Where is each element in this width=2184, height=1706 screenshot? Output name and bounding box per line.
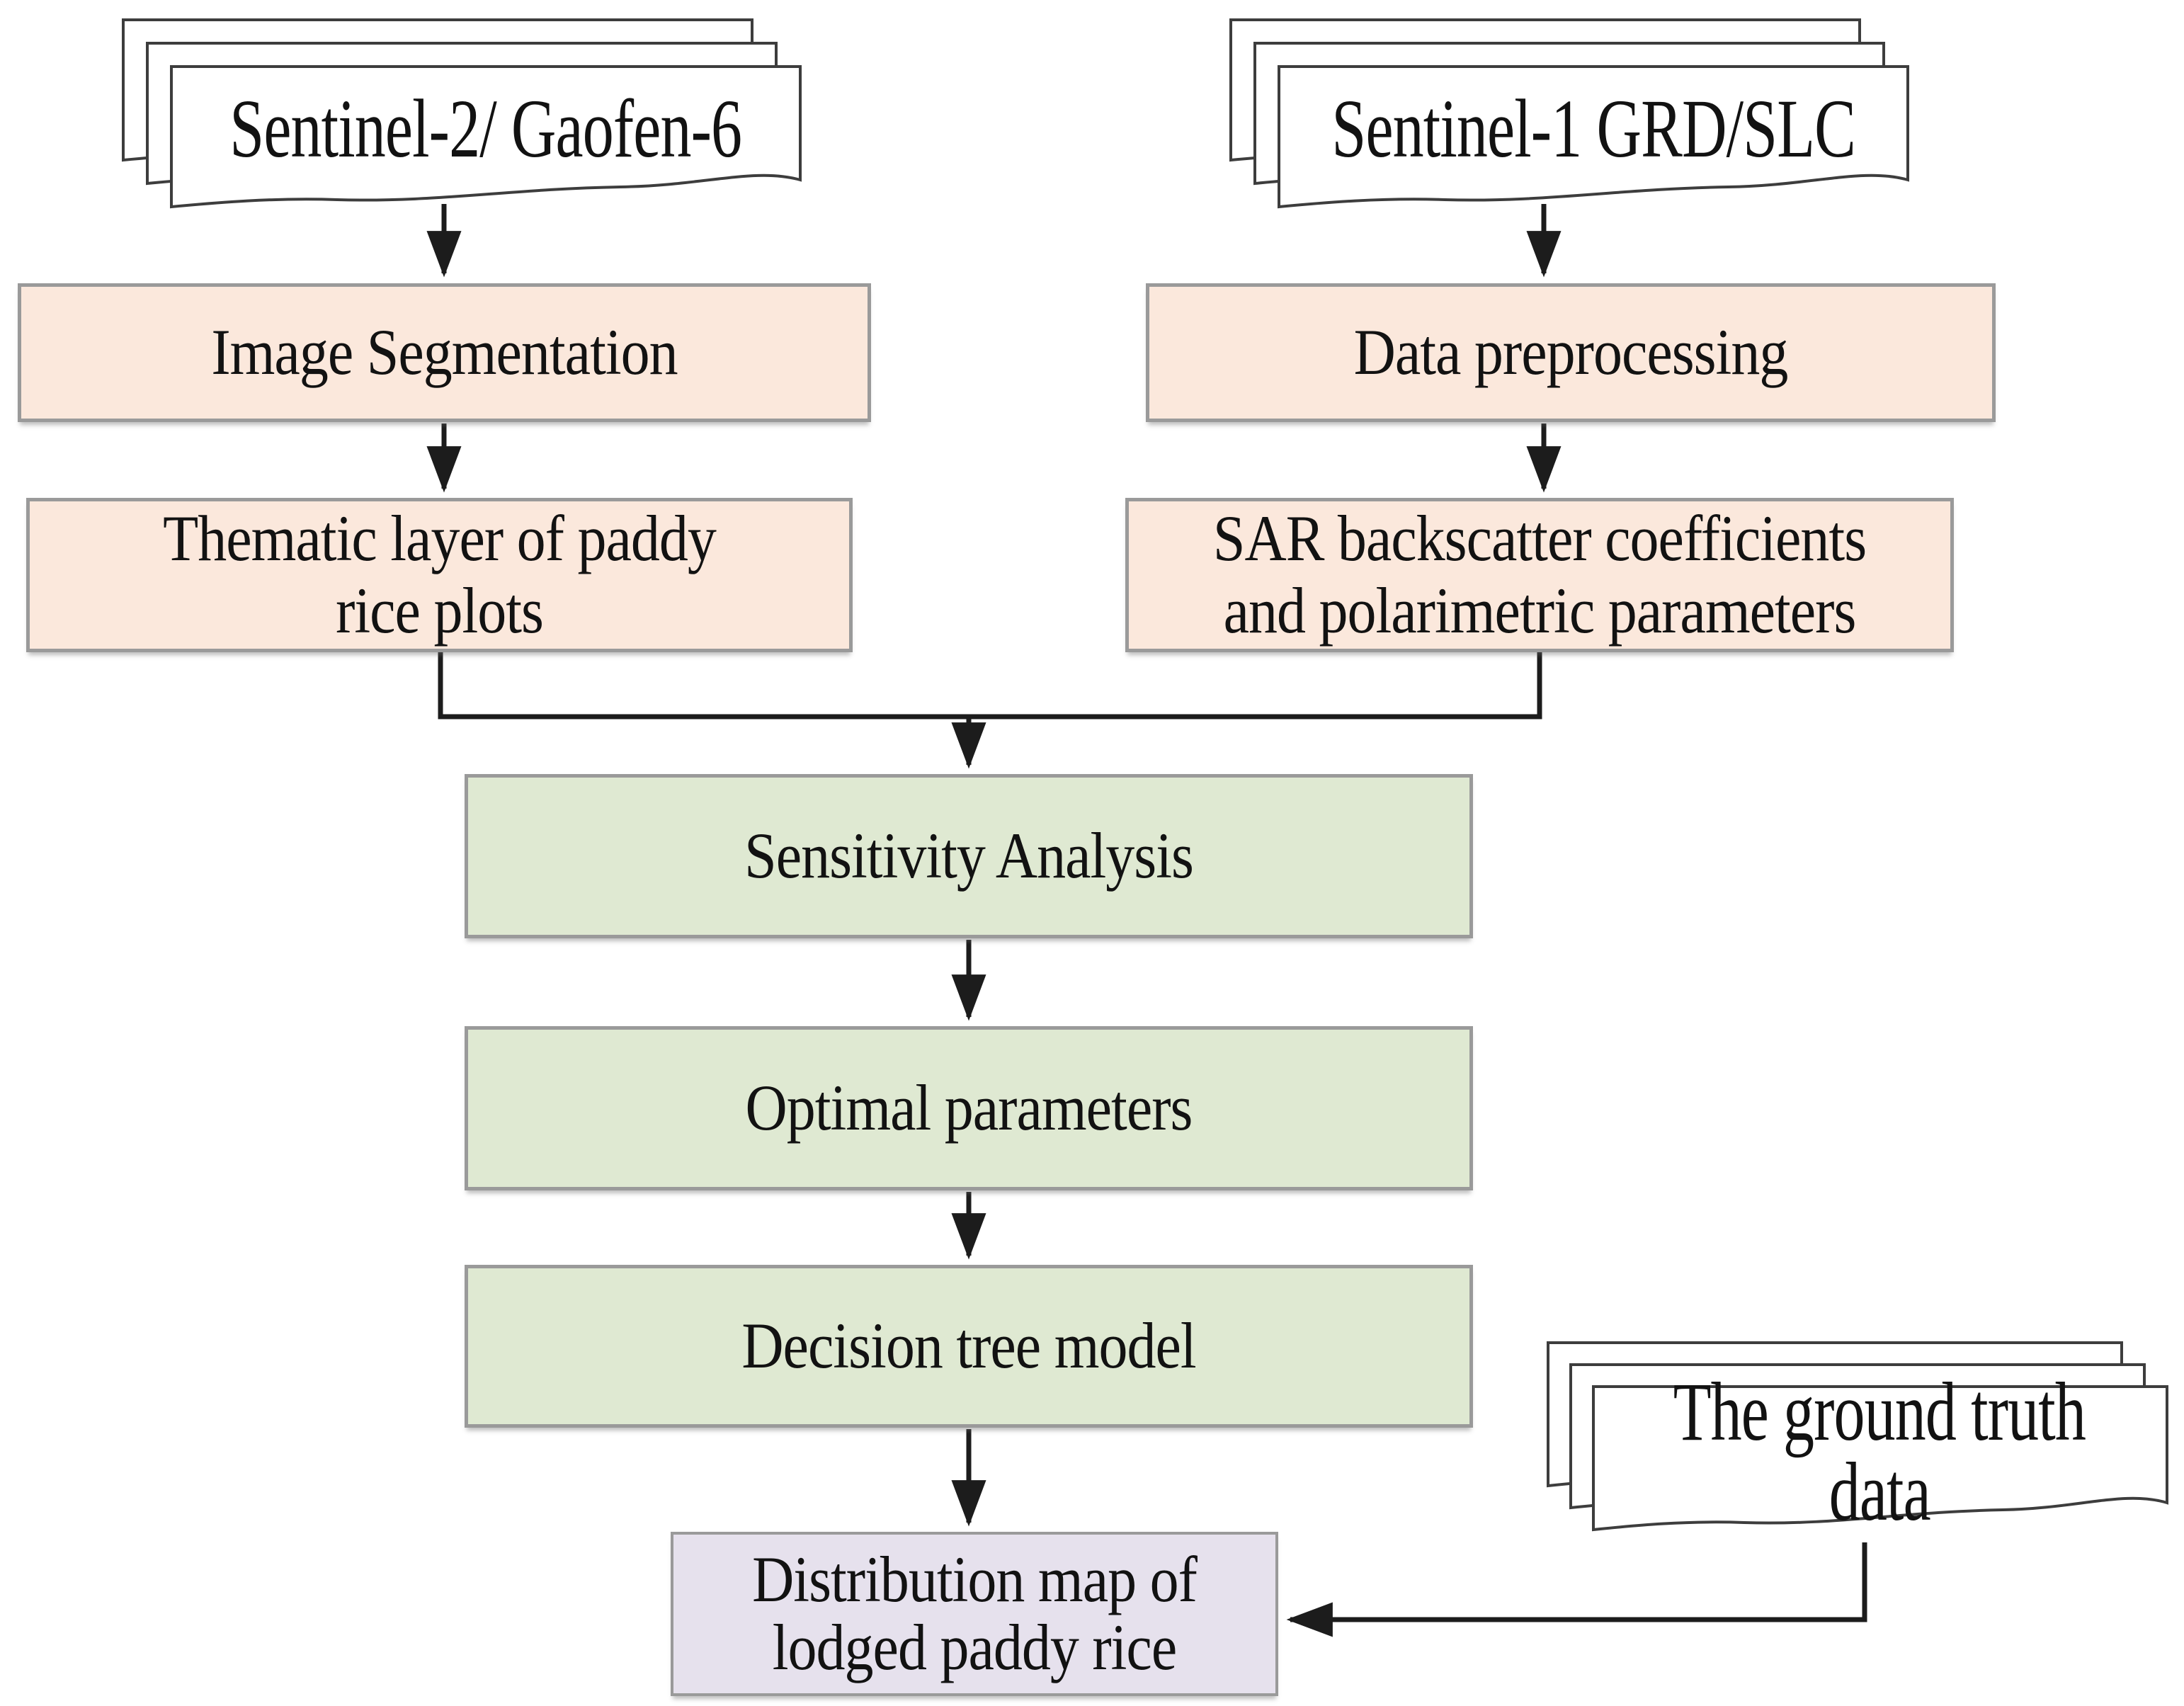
node-image-segmentation: Image Segmentation: [18, 283, 871, 422]
merge-connector: [438, 652, 1542, 720]
node-label-sar-backscatter-line2: and polarimetric parameters: [1223, 574, 1857, 647]
node-label-data-preprocessing: Data preprocessing: [1353, 316, 1789, 389]
node-distribution-map: Distribution map of lodged paddy rice: [671, 1532, 1278, 1696]
doc-label-sentinel1: Sentinel-1 GRD/SLC: [1331, 81, 1855, 175]
node-label-sensitivity-analysis: Sensitivity Analysis: [744, 819, 1194, 892]
node-decision-tree-model: Decision tree model: [465, 1265, 1473, 1428]
node-label-distribution-map-line1: Distribution map of: [752, 1543, 1198, 1616]
node-data-preprocessing: Data preprocessing: [1146, 283, 1996, 422]
doc-label-sentinel2: Sentinel-2/ Gaofen-6: [229, 81, 743, 175]
document-stack-shape: [122, 18, 802, 209]
node-ground-truth: The ground truth data: [1544, 1337, 2181, 1549]
doc-label-ground-truth-line1: The ground truth: [1673, 1365, 2086, 1458]
node-optimal-parameters: Optimal parameters: [465, 1026, 1473, 1190]
node-sensitivity-analysis: Sensitivity Analysis: [465, 774, 1473, 938]
node-label-image-segmentation: Image Segmentation: [211, 316, 678, 389]
node-label-decision-tree-model: Decision tree model: [741, 1309, 1196, 1382]
arrow-groundtruth-to-map: [1286, 1542, 1867, 1637]
node-sentinel1-grd-slc: Sentinel-1 GRD/SLC: [1227, 14, 1921, 220]
doc-label-ground-truth-line2: data: [1828, 1445, 1930, 1538]
node-label-distribution-map-line2: lodged paddy rice: [772, 1611, 1177, 1684]
node-thematic-layer: Thematic layer of paddy rice plots: [26, 498, 853, 652]
node-label-optimal-parameters: Optimal parameters: [745, 1071, 1193, 1144]
node-sar-backscatter: SAR backscatter coefficients and polarim…: [1125, 498, 1954, 652]
document-stack-shape: [1229, 18, 1909, 209]
node-label-thematic-layer-line1: Thematic layer of paddy: [163, 502, 717, 575]
document-stack-shape: [1547, 1341, 2168, 1532]
node-label-thematic-layer-line2: rice plots: [336, 574, 544, 647]
node-label-sar-backscatter-line1: SAR backscatter coefficients: [1212, 502, 1867, 575]
node-sentinel2-gaofen6: Sentinel-2/ Gaofen-6: [119, 14, 813, 220]
